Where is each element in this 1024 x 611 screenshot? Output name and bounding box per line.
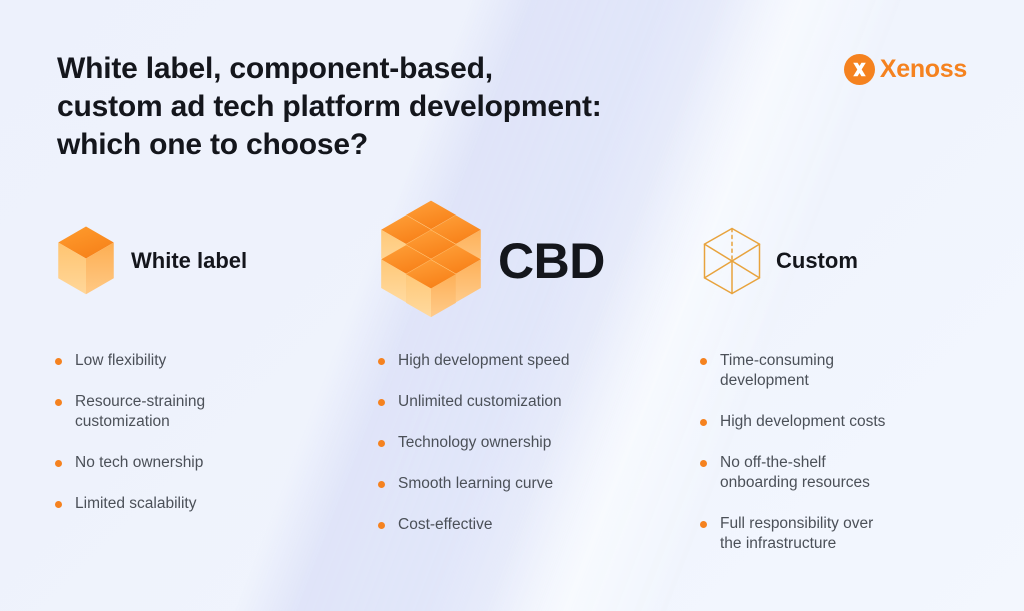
list-item: High development speed (378, 351, 638, 371)
bullet-list-cbd: High development speed Unlimited customi… (378, 351, 638, 535)
list-item: Resource-straining customization (55, 392, 305, 432)
bullet-list-custom: Time-consuming development High developm… (700, 351, 950, 554)
list-item: Smooth learning curve (378, 474, 638, 494)
column-cbd: CBD (378, 196, 678, 326)
solid-orange-cube-icon (55, 224, 117, 298)
list-item: No tech ownership (55, 453, 305, 473)
column-custom: Custom (700, 196, 990, 326)
bullet-list-white-label: Low flexibility Resource-straining custo… (55, 351, 305, 514)
list-item: Full responsibility over the infrastruct… (700, 514, 950, 554)
list-item: Limited scalability (55, 494, 305, 514)
list-item: High development costs (700, 412, 950, 432)
column-header-custom: Custom (700, 196, 990, 326)
page-title: White label, component-based, custom ad … (57, 52, 602, 161)
composite-cube-blocks-icon (378, 199, 484, 323)
logo-wordmark: Xenoss (879, 55, 967, 83)
list-item: Cost-effective (378, 515, 638, 535)
column-label-custom: Custom (776, 248, 858, 274)
list-item: No off-the-shelf onboarding resources (700, 453, 950, 493)
column-header-white-label: White label (55, 196, 335, 326)
brand-logo: Xenoss (843, 54, 967, 85)
column-label-cbd: CBD (498, 232, 605, 289)
column-label-white-label: White label (131, 248, 248, 274)
xenoss-circle-x-icon (843, 54, 875, 85)
wireframe-hexagon-cube-icon (700, 226, 764, 296)
list-item: Time-consuming development (700, 351, 950, 391)
list-item: Low flexibility (55, 351, 305, 371)
column-white-label: White label (55, 196, 335, 326)
list-item: Unlimited customization (378, 392, 638, 412)
column-header-cbd: CBD (378, 196, 678, 326)
list-item: Technology ownership (378, 433, 638, 453)
